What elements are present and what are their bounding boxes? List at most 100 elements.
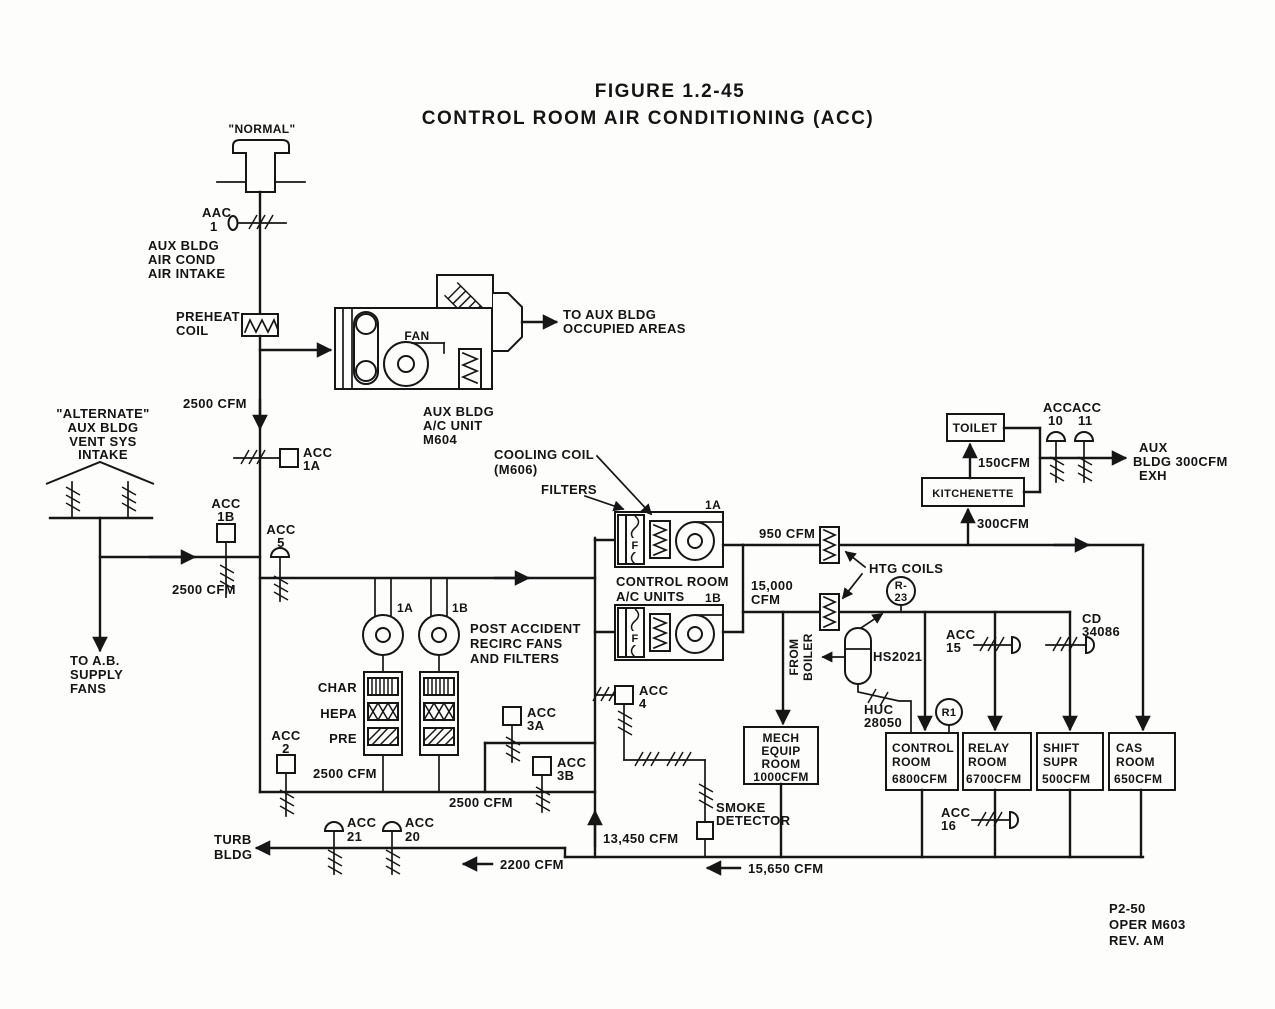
room-shift-supr: SHIFT SUPR 500CFM	[1036, 732, 1104, 859]
toilet-label: TOILET	[953, 421, 998, 435]
flow-15000: 15,000	[751, 578, 793, 593]
flow-2500-makeup: 2500 CFM	[449, 795, 513, 810]
acc4-label: ACC	[639, 683, 669, 698]
svg-text:SUPPLY: SUPPLY	[70, 667, 123, 682]
acc1a-actuator-icon	[279, 448, 299, 468]
acc11-label: ACC	[1072, 400, 1102, 415]
recirc-fan-1b-icon	[418, 614, 460, 656]
left-duct: 2500 CFM	[183, 334, 597, 794]
shift-supr-box	[1036, 732, 1104, 791]
svg-text:28050: 28050	[864, 715, 902, 730]
acc1a-label: ACC	[303, 445, 333, 460]
room-control: CONTROL ROOM 6800CFM	[885, 732, 959, 859]
ac-units-caption: CONTROL ROOM	[616, 574, 729, 589]
svg-text:CAS: CAS	[1116, 741, 1143, 755]
acc16-damper: ACC 16	[941, 805, 1019, 833]
hs2021-label: HS2021	[873, 649, 922, 664]
smoke-detector-label: SMOKE	[716, 800, 766, 815]
acc2-actuator-icon	[276, 754, 296, 774]
smoke-detector: SMOKE DETECTOR	[696, 800, 790, 840]
cd34086-damper: CD 34086	[1045, 611, 1120, 654]
belt-drive-icon	[353, 311, 379, 385]
filter-layer-pre: PRE	[329, 731, 357, 746]
acc11-actuator-icon	[1074, 431, 1094, 442]
smoke-detector-icon	[696, 821, 714, 840]
acc15-label: ACC	[946, 627, 976, 642]
normal-intake: "NORMAL" AAC 1 AUX BLDG AIR COND AIR INT…	[148, 122, 306, 316]
flow-2500-intake: 2500 CFM	[172, 582, 236, 597]
svg-text:A/C UNIT: A/C UNIT	[423, 418, 483, 433]
drawing-number: P2-50	[1109, 901, 1146, 916]
svg-text:1B: 1B	[217, 509, 234, 524]
svg-text:(M606): (M606)	[494, 462, 538, 477]
room-cas: CAS ROOM 650CFM	[1108, 732, 1176, 859]
svg-text:650CFM: 650CFM	[1114, 772, 1162, 786]
fan-label: FAN	[404, 329, 429, 343]
svg-text:AIR COND: AIR COND	[148, 252, 215, 267]
acc10-damper: ACC 10	[1043, 400, 1072, 483]
svg-text:1A: 1A	[303, 458, 321, 473]
filter-layer-hepa: HEPA	[320, 706, 357, 721]
relay-room-box	[962, 732, 1032, 791]
svg-text:23: 23	[894, 592, 907, 604]
acc5-label: ACC	[266, 522, 296, 537]
ac-fan-1a-icon	[675, 521, 715, 561]
cooling-coil-callout: COOLING COIL	[494, 447, 594, 462]
discharge-cone-icon	[493, 292, 523, 352]
recirc-fan-1a-icon	[362, 614, 404, 656]
toilet-kitchenette: KITCHENETTE 150CFM TOILET ACC 10 ACC 11 …	[921, 400, 1227, 507]
flow-150: 150CFM	[978, 455, 1030, 470]
to-ab-supply: TO A.B.	[70, 653, 120, 668]
control-room-ac-units: F 1A F 1B CONTROL ROOM A/C UNITS COOLING…	[494, 447, 745, 661]
acc3b-actuator-icon	[532, 756, 552, 776]
acc20-label: ACC	[405, 815, 435, 830]
acc4-damper: ACC 4	[592, 683, 714, 858]
svg-text:2: 2	[282, 741, 290, 756]
preheat-coil: PREHEAT COIL	[176, 309, 280, 338]
title-block: FIGURE 1.2-45 CONTROL ROOM AIR CONDITION…	[422, 81, 875, 129]
figure-title: CONTROL ROOM AIR CONDITIONING (ACC)	[422, 108, 875, 129]
hs2021-vessel-icon	[844, 627, 872, 685]
acc11-damper: ACC 11	[1072, 400, 1102, 483]
filters-callout: FILTERS	[541, 482, 597, 497]
acc1a-damper: ACC 1A	[233, 445, 333, 473]
aux-ac-unit-m604: FAN TO AUX BLDG OCCUPIED AREAS AUX BLDG …	[334, 274, 685, 447]
svg-text:ROOM: ROOM	[892, 755, 931, 769]
svg-text:CONTROL: CONTROL	[892, 741, 954, 755]
room-relay: RELAY ROOM 6700CFM	[962, 732, 1032, 859]
ac-unit-1a-tag: 1A	[705, 498, 721, 512]
flow-15650: 15,650 CFM	[748, 861, 824, 876]
svg-text:11: 11	[1078, 413, 1093, 428]
cd34086-label: CD	[1082, 611, 1102, 626]
to-aux-occupied: TO AUX BLDG	[563, 307, 656, 322]
mech-room-box	[743, 726, 819, 785]
acc21-actuator-icon	[324, 821, 344, 832]
svg-text:VENT SYS: VENT SYS	[69, 434, 137, 449]
svg-text:OPER M603: OPER M603	[1109, 917, 1186, 932]
acc3b-label: ACC	[557, 755, 587, 770]
svg-text:AUX BLDG: AUX BLDG	[67, 420, 138, 435]
svg-text:ROOM: ROOM	[968, 755, 1007, 769]
top-supply-line: 950 CFM 300CFM	[741, 507, 1151, 732]
svg-text:10: 10	[1048, 413, 1063, 428]
svg-text:SUPR: SUPR	[1043, 755, 1078, 769]
filter-bands-1a	[367, 677, 399, 746]
svg-text:3A: 3A	[527, 718, 545, 733]
toilet-box	[946, 413, 1005, 442]
svg-text:MECH: MECH	[763, 731, 800, 745]
r23-instrument-icon	[886, 576, 916, 606]
acc16-label: ACC	[941, 805, 971, 820]
recirc-fan-1a-tag: 1A	[397, 601, 413, 615]
aux-intake-caption: AUX BLDG	[148, 238, 219, 253]
recirc-fan-1b-tag: 1B	[452, 601, 468, 615]
acc1b-damper: ACC 1B	[211, 496, 240, 598]
acc2-damper: ACC 2	[271, 728, 300, 817]
huc-label: HUC	[864, 702, 894, 717]
flow-300-kitchenette: 300CFM	[977, 516, 1029, 531]
svg-text:AIR INTAKE: AIR INTAKE	[148, 266, 225, 281]
acc15-actuator-icon	[1011, 636, 1021, 654]
main-supply-line: 15,000 CFM HTG COILS R- 23	[741, 550, 1078, 732]
svg-text:SHIFT: SHIFT	[1043, 741, 1080, 755]
aac1-label: AAC	[202, 205, 232, 220]
